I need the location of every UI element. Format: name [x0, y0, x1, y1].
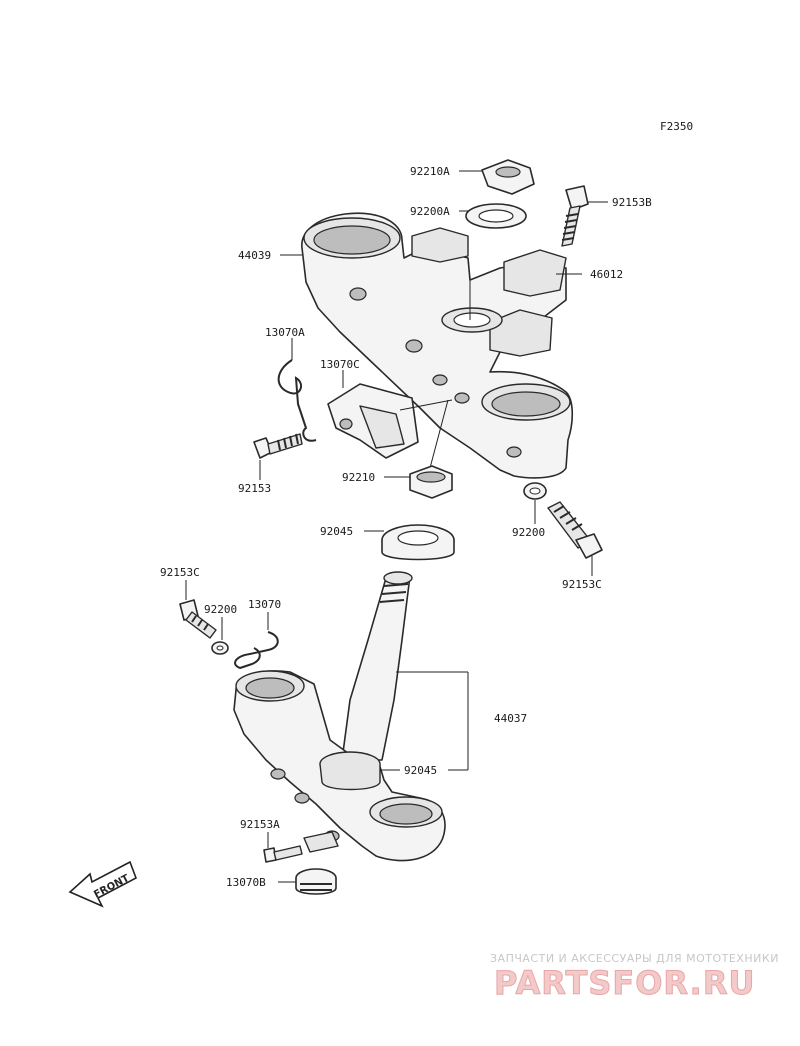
label-13070c: 13070C	[320, 358, 360, 371]
label-92153a: 92153A	[240, 818, 280, 831]
label-92153b: 92153B	[612, 196, 652, 209]
clip-13070a	[277, 359, 317, 442]
front-arrow: FRONT	[68, 860, 137, 908]
nut-92210a	[481, 159, 535, 195]
watermark-tagline: ЗАПЧАСТИ И АКСЕССУАРЫ ДЛЯ МОТОТЕХНИКИ	[490, 952, 779, 965]
bolt-92153a	[263, 845, 303, 863]
washer-92200a	[465, 203, 527, 229]
figure-code: F2350	[660, 120, 693, 133]
bearing-92045-upper	[381, 524, 455, 561]
clamp-13070c	[327, 383, 419, 459]
label-92200-right: 92200	[512, 526, 545, 539]
label-13070: 13070	[248, 598, 281, 611]
label-92210a: 92210A	[410, 165, 450, 178]
label-92210: 92210	[342, 471, 375, 484]
washer-92200-right	[523, 482, 547, 500]
bolt-92153	[253, 433, 303, 459]
label-92153c-right: 92153C	[562, 578, 602, 591]
label-46012: 46012	[590, 268, 623, 281]
leader-lines	[185, 170, 608, 883]
watermark-brand: PARTSFOR.RU	[494, 964, 755, 1002]
clip-13070	[234, 631, 279, 670]
label-44037: 44037	[494, 712, 527, 725]
upper-triple-clamp	[301, 212, 574, 479]
label-92153: 92153	[238, 482, 271, 495]
label-92200-left: 92200	[204, 603, 237, 616]
washer-92200-left	[211, 641, 229, 655]
clamp-13070b	[295, 831, 339, 895]
label-92045-lower: 92045	[404, 764, 437, 777]
bolt-92153c-left	[179, 599, 217, 639]
label-92153c-left: 92153C	[160, 566, 200, 579]
label-13070a: 13070A	[265, 326, 305, 339]
label-44039: 44039	[238, 249, 271, 262]
nut-92210	[409, 465, 453, 499]
steering-stem	[233, 571, 446, 862]
label-92045-upper: 92045	[320, 525, 353, 538]
label-13070b: 13070B	[226, 876, 266, 889]
label-92200a: 92200A	[410, 205, 450, 218]
bolt-92153c-right	[547, 501, 603, 559]
bolt-92153b	[561, 185, 589, 247]
